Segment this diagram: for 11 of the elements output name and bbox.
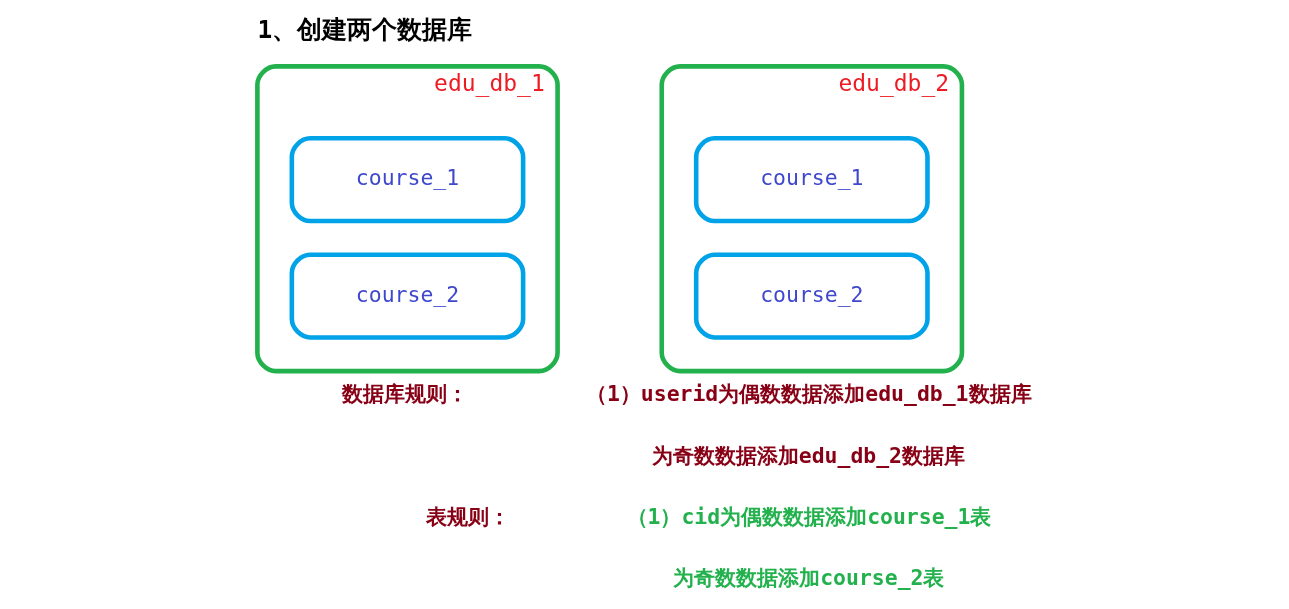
node-box: course_1: [693, 136, 930, 224]
node-box: course_2: [693, 252, 930, 340]
label: 为奇数数据添加edu_db_2数据库: [651, 442, 966, 468]
node-box: course_2: [289, 252, 526, 340]
label: （1）userid为偶数数据添加edu_db_1数据库: [585, 381, 1032, 407]
node-box: course_1: [289, 136, 526, 224]
label: 数据库规则：: [341, 381, 468, 407]
label: 表规则：: [425, 503, 510, 529]
label: 为奇数数据添加course_2表: [673, 565, 945, 591]
label: （1）cid为偶数数据添加course_1表: [626, 503, 992, 529]
diagram-title: 1、创建两个数据库: [257, 15, 473, 45]
